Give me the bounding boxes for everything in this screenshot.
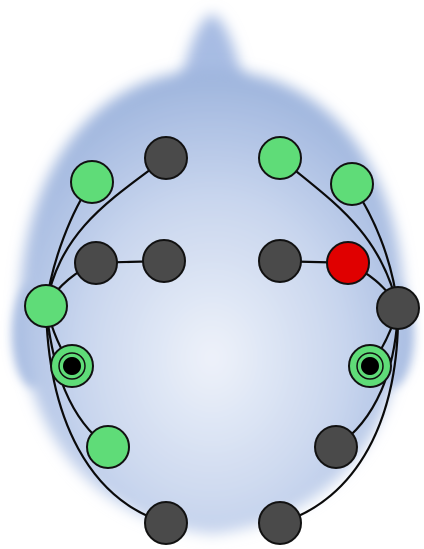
wire <box>44 304 168 525</box>
head-shape <box>19 70 405 534</box>
electrode-inactive <box>258 501 302 545</box>
wire <box>278 306 400 525</box>
electrode-inactive <box>144 501 188 545</box>
electrode-inactive <box>144 136 188 180</box>
electrode-active <box>24 284 68 328</box>
electrode-reference-ring <box>58 352 86 380</box>
electrode-inactive <box>258 239 302 283</box>
electrode-reference-ring <box>356 352 384 380</box>
electrode-group <box>24 136 420 545</box>
electrode-inactive <box>376 286 420 330</box>
electrode-highlighted <box>326 241 370 285</box>
electrode-inactive <box>74 241 118 285</box>
electrode-active <box>330 162 374 206</box>
electrode-active <box>70 160 114 204</box>
wire <box>44 156 168 308</box>
electrode-inactive <box>314 425 358 469</box>
wire <box>278 156 400 310</box>
electrode-inactive <box>142 239 186 283</box>
electrode-reference-dot <box>361 357 379 375</box>
electrode-active <box>86 425 130 469</box>
electrode-reference-dot <box>63 357 81 375</box>
electrode-active <box>258 136 302 180</box>
